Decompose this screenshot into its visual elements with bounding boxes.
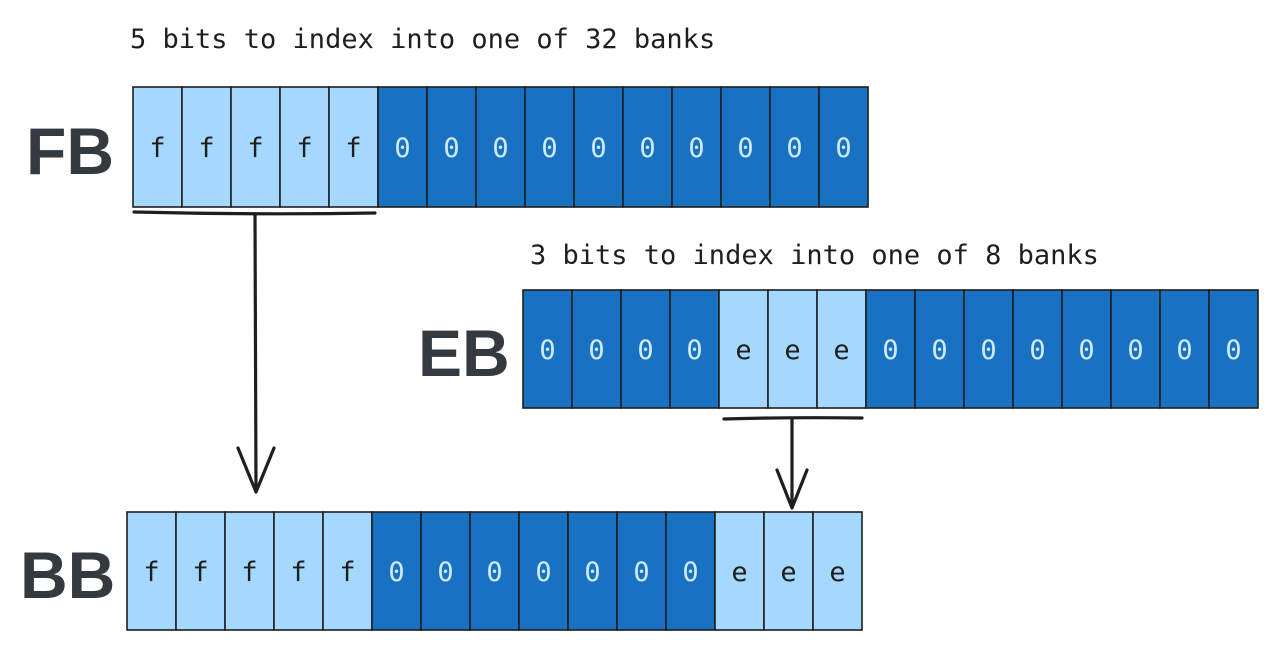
eb-bit-row: 0 0 0 0 e e e 0 0 0 0 0 0 0 0 bbox=[522, 289, 1259, 409]
fb-row-label: FB bbox=[26, 114, 114, 188]
eb-bit-cell bbox=[1159, 289, 1210, 409]
eb-bit-label: 0 bbox=[931, 335, 947, 366]
fb-bit-label: 0 bbox=[394, 133, 410, 164]
fb-bit-label: f bbox=[345, 133, 361, 164]
eb-bit-label: 0 bbox=[1127, 335, 1143, 366]
eb-bit-cell bbox=[816, 289, 867, 409]
eb-bit-cell bbox=[571, 289, 622, 409]
eb-bracket-line bbox=[722, 416, 864, 421]
fb-bit-label: 0 bbox=[639, 133, 655, 164]
fb-bit-cell bbox=[769, 86, 820, 208]
eb-bit-cell bbox=[963, 289, 1014, 409]
fb-bit-cell bbox=[671, 86, 722, 208]
eb-bit-label: 0 bbox=[980, 335, 996, 366]
eb-bit-cell bbox=[718, 289, 769, 409]
fb-bit-cell bbox=[181, 86, 232, 208]
bb-bit-cell bbox=[665, 511, 716, 631]
bb-bit-cell bbox=[322, 511, 373, 631]
fb-bit-label: 0 bbox=[688, 133, 704, 164]
eb-bit-cell bbox=[1208, 289, 1259, 409]
bb-bit-cell bbox=[812, 511, 863, 631]
fb-bit-cell bbox=[426, 86, 477, 208]
fb-bit-label: 0 bbox=[835, 133, 851, 164]
bb-bit-label: f bbox=[339, 557, 355, 588]
fb-caption: 5 bits to index into one of 32 banks bbox=[130, 24, 715, 55]
bb-bit-row: f f f f f 0 0 0 0 0 0 0 e e e bbox=[126, 511, 863, 631]
eb-bit-label: 0 bbox=[1078, 335, 1094, 366]
eb-bit-label: e bbox=[735, 335, 751, 366]
bb-bit-label: e bbox=[780, 557, 796, 588]
fb-bit-label: 0 bbox=[443, 133, 459, 164]
fb-bit-label: f bbox=[247, 133, 263, 164]
fb-bit-cell bbox=[818, 86, 869, 208]
eb-bit-cell bbox=[767, 289, 818, 409]
bb-bit-cell bbox=[420, 511, 471, 631]
eb-bit-label: 0 bbox=[1225, 335, 1241, 366]
fb-bit-label: 0 bbox=[541, 133, 557, 164]
bb-row-label: BB bbox=[20, 538, 115, 612]
eb-arrow-head bbox=[775, 468, 809, 510]
bb-bit-label: 0 bbox=[388, 557, 404, 588]
bb-bit-label: 0 bbox=[486, 557, 502, 588]
eb-bit-cell bbox=[865, 289, 916, 409]
bb-bit-cell bbox=[469, 511, 520, 631]
eb-bit-label: 0 bbox=[637, 335, 653, 366]
eb-row-label: EB bbox=[418, 316, 510, 390]
fb-bit-cell bbox=[475, 86, 526, 208]
bb-bit-cell bbox=[616, 511, 667, 631]
eb-bit-label: 0 bbox=[539, 335, 555, 366]
eb-bit-cell bbox=[522, 289, 573, 409]
fb-bit-label: f bbox=[296, 133, 312, 164]
bb-bit-cell bbox=[518, 511, 569, 631]
fb-bracket-arrow bbox=[132, 210, 377, 494]
eb-bracket-arrow bbox=[722, 416, 864, 510]
fb-bit-cell bbox=[377, 86, 428, 208]
bb-bit-cell bbox=[126, 511, 177, 631]
bb-bit-cell bbox=[273, 511, 324, 631]
fb-bit-label: 0 bbox=[737, 133, 753, 164]
fb-bit-cell bbox=[524, 86, 575, 208]
bb-bit-label: 0 bbox=[682, 557, 698, 588]
fb-bit-label: f bbox=[149, 133, 165, 164]
eb-bit-cell bbox=[669, 289, 720, 409]
bb-bit-cell bbox=[567, 511, 618, 631]
fb-arrow-shaft bbox=[253, 212, 258, 492]
eb-bit-cell bbox=[620, 289, 671, 409]
eb-bit-label: 0 bbox=[1029, 335, 1045, 366]
bb-bit-label: 0 bbox=[535, 557, 551, 588]
bb-bit-label: e bbox=[731, 557, 747, 588]
bb-bit-label: 0 bbox=[633, 557, 649, 588]
fb-bit-label: 0 bbox=[492, 133, 508, 164]
bb-bit-label: f bbox=[192, 557, 208, 588]
fb-bit-cell bbox=[720, 86, 771, 208]
eb-bit-cell bbox=[1110, 289, 1161, 409]
bb-bit-label: f bbox=[241, 557, 257, 588]
fb-bit-cell bbox=[573, 86, 624, 208]
fb-bit-label: f bbox=[198, 133, 214, 164]
eb-bit-label: e bbox=[784, 335, 800, 366]
eb-bit-cell bbox=[1061, 289, 1112, 409]
bb-bit-cell bbox=[714, 511, 765, 631]
fb-bit-row: f f f f f 0 0 0 0 0 0 0 0 0 0 bbox=[132, 86, 869, 208]
bb-bit-cell bbox=[371, 511, 422, 631]
bb-bit-label: 0 bbox=[437, 557, 453, 588]
eb-bit-label: 0 bbox=[686, 335, 702, 366]
eb-bit-label: e bbox=[833, 335, 849, 366]
bb-bit-label: f bbox=[290, 557, 306, 588]
bb-bit-label: f bbox=[143, 557, 159, 588]
fb-bit-label: 0 bbox=[786, 133, 802, 164]
fb-arrow-head bbox=[236, 446, 276, 494]
fb-bit-cell bbox=[230, 86, 281, 208]
eb-caption: 3 bits to index into one of 8 banks bbox=[530, 240, 1099, 271]
bb-bit-label: e bbox=[829, 557, 845, 588]
eb-bit-label: 0 bbox=[1176, 335, 1192, 366]
fb-bit-label: 0 bbox=[590, 133, 606, 164]
fb-bit-cell bbox=[328, 86, 379, 208]
bb-bit-label: 0 bbox=[584, 557, 600, 588]
eb-bit-label: 0 bbox=[882, 335, 898, 366]
eb-bit-label: 0 bbox=[588, 335, 604, 366]
fb-bit-cell bbox=[132, 86, 183, 208]
